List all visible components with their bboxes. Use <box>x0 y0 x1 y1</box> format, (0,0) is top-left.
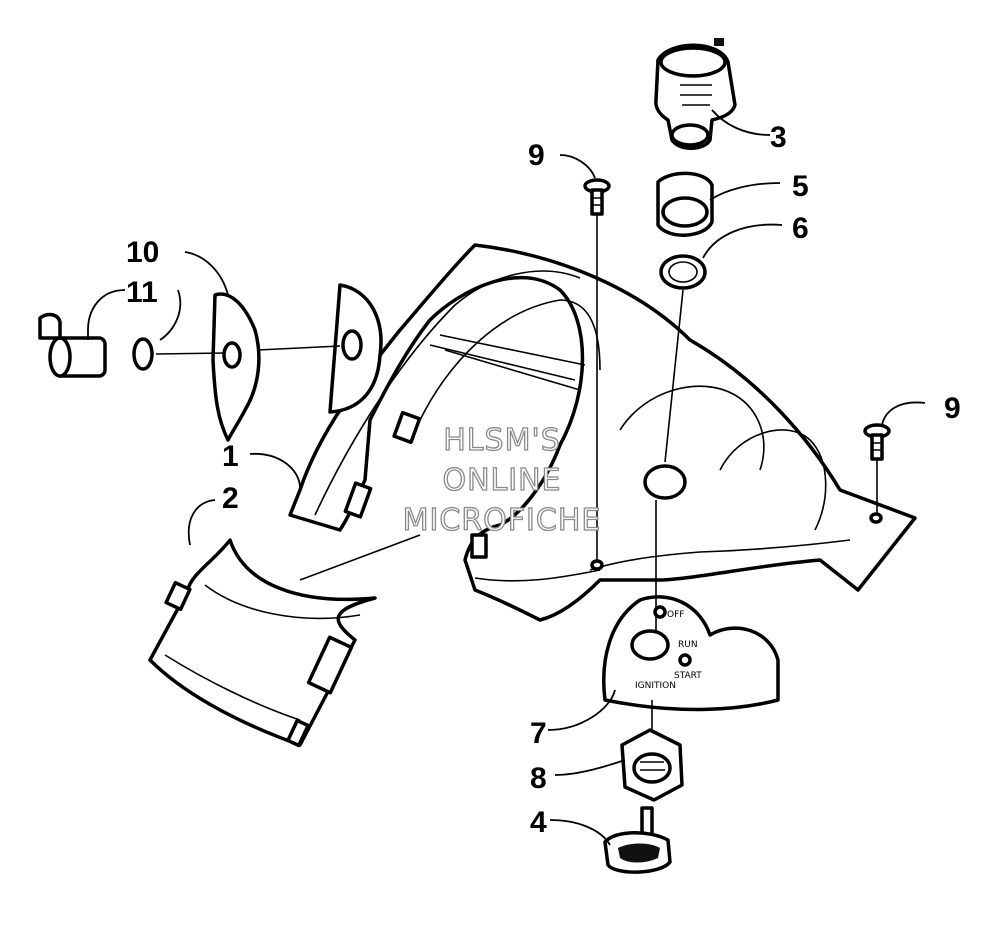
part-2-lower-cover <box>148 538 377 748</box>
callout-9-upper: 9 <box>528 139 545 172</box>
callout-labels: 3 9 5 6 10 11 9 1 2 7 8 4 <box>126 121 961 839</box>
decal-start-text: START <box>674 671 702 681</box>
decal-ignition-text: IGNITION <box>635 681 676 691</box>
part-5-bezel <box>656 171 714 237</box>
callout-10: 10 <box>126 236 159 269</box>
callout-4: 4 <box>530 806 547 839</box>
part-9-screw-upper <box>583 178 611 216</box>
decal-run-text: RUN <box>678 640 698 650</box>
watermark-line-2: ONLINE <box>442 463 561 498</box>
part-9-screw-right <box>863 423 891 461</box>
part-6-lock-washer <box>659 254 707 290</box>
callout-1: 1 <box>222 440 239 473</box>
callout-3: 3 <box>770 121 787 154</box>
callout-8: 8 <box>530 762 547 795</box>
callout-leaders <box>87 109 926 846</box>
part-4-key <box>603 806 672 874</box>
callout-11: 11 <box>126 276 158 309</box>
callout-9-right: 9 <box>944 392 961 425</box>
callout-7: 7 <box>530 717 547 750</box>
explosion-lines <box>155 215 878 730</box>
part-11-outlet-socket <box>38 312 154 378</box>
watermark-line-3: MICROFICHE <box>403 503 602 538</box>
part-10-outlet-plate <box>211 292 261 442</box>
callout-6: 6 <box>792 212 809 245</box>
callout-5: 5 <box>792 170 809 203</box>
watermark: HLSM'S ONLINE MICROFICHE <box>402 422 602 538</box>
part-7-ignition-decal: OFF RUN START IGNITION <box>602 595 780 712</box>
watermark-line-1: HLSM'S <box>443 423 561 458</box>
decal-off-text: OFF <box>667 610 684 620</box>
part-3-ignition-switch <box>654 38 737 150</box>
part-1-dash-hood <box>288 243 917 622</box>
part-8-hex-nut <box>620 728 684 802</box>
callout-2: 2 <box>222 482 239 515</box>
